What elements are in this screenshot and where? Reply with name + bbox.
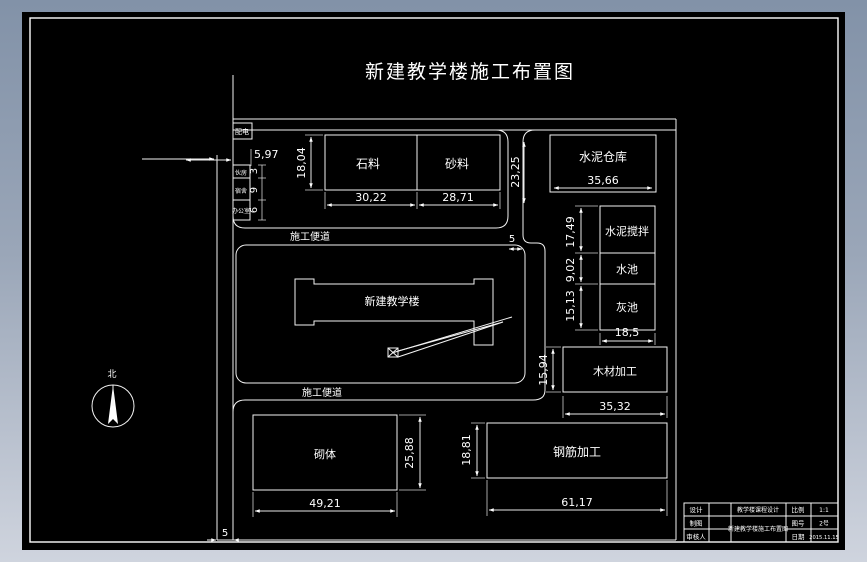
title-block: 设计 制图 审核人 教学楼课程设计 新建教学楼施工布置图 比例 图号 日期 1:… bbox=[683, 502, 839, 543]
dim-road-w-top: 5 bbox=[509, 234, 515, 245]
dorm-label: 宿舍 bbox=[235, 187, 247, 195]
dim-masonry-h: 25,88 bbox=[403, 437, 416, 469]
dim-room3-h: 6 bbox=[249, 207, 260, 213]
dim-masonry-w: 49,21 bbox=[309, 497, 341, 510]
drawing-title: 新建教学楼施工布置图 bbox=[365, 61, 575, 83]
office-label: 办公室 bbox=[232, 207, 250, 215]
masonry-label: 砌体 bbox=[314, 447, 336, 461]
building-island bbox=[235, 244, 526, 384]
title-block-row3-label: 审核人 bbox=[686, 532, 706, 541]
title-block-sheetno-label: 图号 bbox=[792, 520, 806, 528]
dim-ash-h: 15,13 bbox=[564, 290, 577, 322]
north-label: 北 bbox=[107, 369, 116, 380]
road-label-top: 施工便道 bbox=[290, 230, 330, 243]
title-block-date-label: 日期 bbox=[792, 533, 806, 541]
facility-outlines bbox=[232, 122, 668, 491]
dim-sand-w: 28,71 bbox=[442, 191, 474, 204]
dimension-lines bbox=[185, 134, 668, 542]
rebar-processing-label: 钢筋加工 bbox=[553, 444, 601, 459]
dim-room2-h: 9 bbox=[249, 187, 260, 193]
dim-stone-h: 18,04 bbox=[295, 147, 308, 179]
dim-room1-h: 3 bbox=[249, 168, 260, 174]
road-label-bottom: 施工便道 bbox=[302, 386, 342, 399]
dim-wood-w: 35,32 bbox=[599, 400, 631, 413]
kitchen-label: 伙房 bbox=[235, 169, 247, 177]
title-block-drawing-name: 新建教学楼施工布置图 bbox=[728, 525, 788, 533]
ash-pool-label: 灰池 bbox=[616, 300, 638, 314]
wood-processing-label: 木材加工 bbox=[593, 364, 637, 378]
title-block-row2-label: 制图 bbox=[690, 519, 703, 528]
sand-yard-label: 砂料 bbox=[445, 157, 469, 171]
dim-rebar-w: 61,17 bbox=[561, 496, 593, 509]
dim-rebar-h: 18,81 bbox=[460, 434, 473, 466]
dimension-texts: 5,97 3 9 6 18,04 30,22 28,71 23,25 35,66… bbox=[222, 147, 639, 539]
title-block-project: 教学楼课程设计 bbox=[737, 506, 779, 514]
dim-road-w-bottom: 5 bbox=[222, 528, 228, 539]
dim-room-width: 5,97 bbox=[254, 148, 279, 161]
water-pool-label: 水池 bbox=[616, 263, 638, 276]
power-room-label: 配电 bbox=[235, 127, 249, 136]
model-space bbox=[22, 12, 845, 550]
title-block-date-value: 2015.11.15 bbox=[809, 535, 839, 541]
teaching-building-label: 新建教学楼 bbox=[365, 294, 420, 308]
dim-yard-gap: 23,25 bbox=[509, 156, 522, 188]
stone-yard-label: 石料 bbox=[356, 157, 380, 171]
dim-pool-w: 18,5 bbox=[615, 326, 640, 339]
sheet-frame bbox=[29, 17, 839, 543]
title-block-row1-label: 设计 bbox=[690, 505, 704, 514]
dim-stone-w: 30,22 bbox=[355, 191, 387, 204]
cement-warehouse-label: 水泥仓库 bbox=[579, 149, 627, 164]
title-block-scale-value: 1:1 bbox=[819, 507, 829, 514]
dim-cement-warehouse-w: 35,66 bbox=[587, 174, 619, 187]
dim-mixing-h: 17,49 bbox=[564, 216, 577, 248]
title-block-sheetno-value: 2号 bbox=[819, 521, 829, 528]
teaching-building-outline bbox=[294, 278, 494, 346]
dim-water-h: 9,02 bbox=[564, 258, 577, 283]
tower-crane bbox=[387, 316, 513, 358]
cement-mixing-label: 水泥搅拌 bbox=[605, 224, 649, 238]
north-arrow-icon bbox=[91, 384, 135, 428]
title-block-scale-label: 比例 bbox=[792, 505, 805, 514]
dim-wood-h: 15,94 bbox=[537, 354, 550, 386]
